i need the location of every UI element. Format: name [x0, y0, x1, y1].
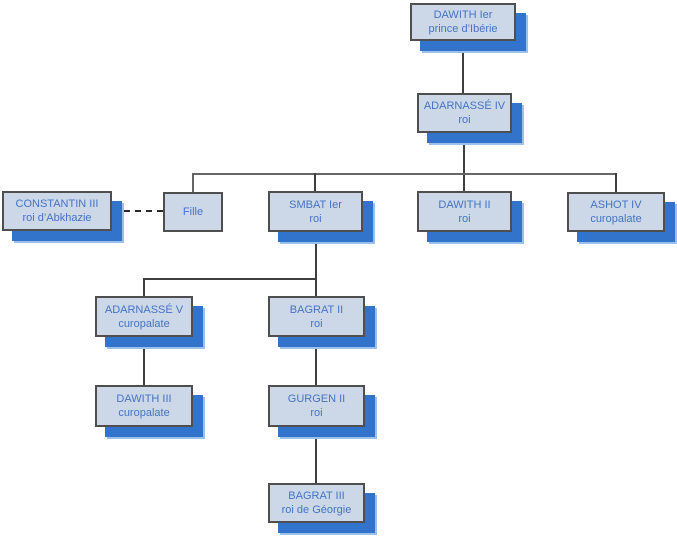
node-subtitle: curopalate — [590, 213, 642, 225]
node-title: CONSTANTIN III — [15, 198, 99, 210]
node-title: ASHOT IV — [590, 199, 642, 211]
node-bagrat-iii: BAGRAT III roi de Géorgie — [268, 483, 365, 523]
node-subtitle: roi de Géorgie — [281, 504, 352, 516]
connector-adarnasse5-dawith3 — [143, 337, 145, 385]
node-subtitle: roi — [310, 407, 323, 419]
node-title: Fille — [182, 206, 204, 218]
connector-drop-adarnasse5 — [143, 278, 145, 296]
node-adarnasse-v: ADARNASSÉ V curopalate — [95, 296, 193, 337]
connector-bagrat2-gurgen2 — [315, 337, 317, 385]
node-subtitle: roi — [309, 212, 322, 225]
node-subtitle: roi d’Abkhazie — [22, 212, 92, 224]
node-title: DAWITH II — [438, 198, 491, 211]
connector-rail-generation3 — [192, 173, 617, 175]
connector-smbat1-bagrat2 — [315, 232, 317, 296]
node-title: BAGRAT III — [288, 490, 345, 502]
connector-dashed-constantin3-fille — [113, 210, 163, 212]
node-subtitle: curopalate — [118, 317, 170, 330]
node-title: SMBAT Ier — [289, 198, 342, 211]
connector-gurgen2-bagrat3 — [315, 427, 317, 483]
node-ashot-iv: ASHOT IV curopalate — [567, 192, 665, 232]
node-dawith-ii: DAWITH II roi — [417, 191, 512, 232]
node-bagrat-ii: BAGRAT II roi — [268, 296, 365, 337]
connector-drop-ashot4 — [615, 173, 617, 192]
node-dawith-iii: DAWITH III curopalate — [95, 385, 193, 427]
node-title: DAWITH III — [116, 393, 172, 405]
node-constantin-iii: CONSTANTIN III roi d’Abkhazie — [2, 191, 112, 231]
node-subtitle: curopalate — [118, 407, 170, 419]
node-smbat-ier: SMBAT Ier roi — [268, 191, 363, 232]
node-subtitle: prince d’Ibérie — [428, 23, 498, 35]
node-title: ADARNASSÉ V — [104, 303, 184, 316]
connector-adarnasse4-dawith2 — [463, 133, 465, 191]
connector-dawith1-adarnasse4 — [462, 41, 464, 93]
node-title: BAGRAT II — [289, 303, 344, 316]
node-gurgen-ii: GURGEN II roi — [268, 385, 365, 427]
node-title: DAWITH Ier — [433, 9, 493, 21]
node-dawith-ier: DAWITH Ier prince d’Ibérie — [410, 3, 516, 41]
node-title: GURGEN II — [287, 393, 346, 405]
connector-rail-generation4 — [143, 278, 317, 280]
node-subtitle: roi — [310, 317, 323, 330]
node-subtitle: roi — [458, 114, 471, 126]
connector-drop-fille — [192, 173, 194, 192]
node-adarnasse-iv: ADARNASSÉ IV roi — [417, 93, 512, 133]
node-subtitle: roi — [458, 212, 471, 225]
connector-drop-smbat1 — [314, 173, 316, 191]
node-fille: Fille — [163, 192, 223, 232]
node-title: ADARNASSÉ IV — [423, 100, 506, 112]
